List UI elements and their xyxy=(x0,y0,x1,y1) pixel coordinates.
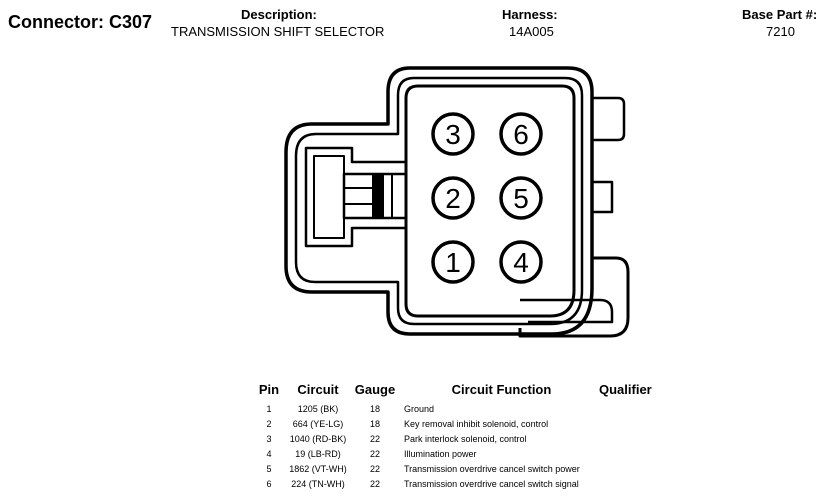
pinout-table: Pin Circuit Gauge Circuit Function Quali… xyxy=(252,382,669,491)
circuit-cell: 224 (TN-WH) xyxy=(291,478,345,489)
qualifier-header: Qualifier xyxy=(599,382,652,397)
latch-outline xyxy=(304,146,408,248)
gauge-header: Gauge xyxy=(354,382,396,397)
qualifier-cell xyxy=(599,416,669,431)
housing-inner-outline xyxy=(294,76,584,326)
circuit-cell: 1205 (BK) xyxy=(297,403,339,414)
qualifier-cell xyxy=(599,446,669,461)
circuit-cell: 19 (LB-RD) xyxy=(295,448,341,459)
description-value: TRANSMISSION SHIFT SELECTOR xyxy=(171,24,385,39)
cavity-circle-6 xyxy=(499,112,543,156)
cavity-number-1: 1 xyxy=(445,247,461,278)
base-part-label: Base Part #: xyxy=(742,7,818,22)
gauge-cell: 22 xyxy=(369,478,380,489)
cavity-circle-5 xyxy=(499,176,543,220)
function-cell: Illumination power xyxy=(404,448,477,459)
bottom-key xyxy=(518,256,630,338)
qualifier-cell xyxy=(599,431,669,446)
qualifier-cell xyxy=(599,476,669,491)
cavity-number-5: 5 xyxy=(513,183,529,214)
table-row: 2 664 (YE-LG) 18 Key removal inhibit sol… xyxy=(252,416,669,431)
function-cell: Transmission overdrive cancel switch pow… xyxy=(404,463,580,474)
circuit-cell: 1040 (RD-BK) xyxy=(289,433,347,444)
right-tab-middle xyxy=(592,180,614,214)
cavity-circle-2 xyxy=(431,176,475,220)
qualifier-cell xyxy=(599,461,669,476)
cavity-block xyxy=(404,84,576,318)
connector-title: Connector: C307 xyxy=(8,12,153,32)
gauge-cell: 22 xyxy=(369,433,380,444)
table-row: 3 1040 (RD-BK) 22 Park interlock solenoi… xyxy=(252,431,669,446)
pin-cell: 3 xyxy=(266,433,272,444)
cavity-number-3: 3 xyxy=(445,119,461,150)
qualifier-cell xyxy=(599,401,669,416)
function-cell: Ground xyxy=(404,403,435,414)
pin-cell: 1 xyxy=(266,403,272,414)
right-tab-top xyxy=(592,96,626,142)
bottom-key-inner xyxy=(520,298,614,324)
function-cell: Park interlock solenoid, control xyxy=(404,433,527,444)
base-part-value: 7210 xyxy=(766,24,795,39)
table-row: 5 1862 (VT-WH) 22 Transmission overdrive… xyxy=(252,461,669,476)
cavity-circle-3 xyxy=(431,112,475,156)
latch-inner xyxy=(313,155,345,239)
cavity-number-4: 4 xyxy=(513,247,529,278)
cavity-number-6: 6 xyxy=(513,119,529,150)
table-row: 1 1205 (BK) 18 Ground xyxy=(252,401,669,416)
circuit-cell: 664 (YE-LG) xyxy=(292,418,344,429)
gauge-cell: 22 xyxy=(369,463,380,474)
circuit-header: Circuit xyxy=(297,382,339,397)
description-label: Description: xyxy=(241,7,317,22)
gauge-cell: 18 xyxy=(369,403,380,414)
harness-value: 14A005 xyxy=(509,24,554,39)
circuit-cell: 1862 (VT-WH) xyxy=(289,463,347,474)
gauge-cell: 18 xyxy=(369,418,380,429)
cavity-circle-4 xyxy=(499,240,543,284)
housing-outline xyxy=(284,66,594,336)
harness-label: Harness: xyxy=(502,7,558,22)
function-cell: Transmission overdrive cancel switch sig… xyxy=(404,478,579,489)
pin-cell: 4 xyxy=(266,448,272,459)
gauge-cell: 22 xyxy=(369,448,380,459)
pinout-header-row: Pin Circuit Gauge Circuit Function Quali… xyxy=(252,382,669,401)
table-row: 6 224 (TN-WH) 22 Transmission overdrive … xyxy=(252,476,669,491)
pin-cell: 6 xyxy=(266,478,272,489)
cavity-circles xyxy=(431,112,543,284)
table-row: 4 19 (LB-RD) 22 Illumination power xyxy=(252,446,669,461)
pin-cell: 5 xyxy=(266,463,272,474)
pin-header: Pin xyxy=(258,382,280,397)
cavity-number-2: 2 xyxy=(445,183,461,214)
pin-cell: 2 xyxy=(266,418,272,429)
cavity-circle-1 xyxy=(431,240,475,284)
function-header: Circuit Function xyxy=(451,382,552,397)
function-cell: Key removal inhibit solenoid, control xyxy=(404,418,549,429)
